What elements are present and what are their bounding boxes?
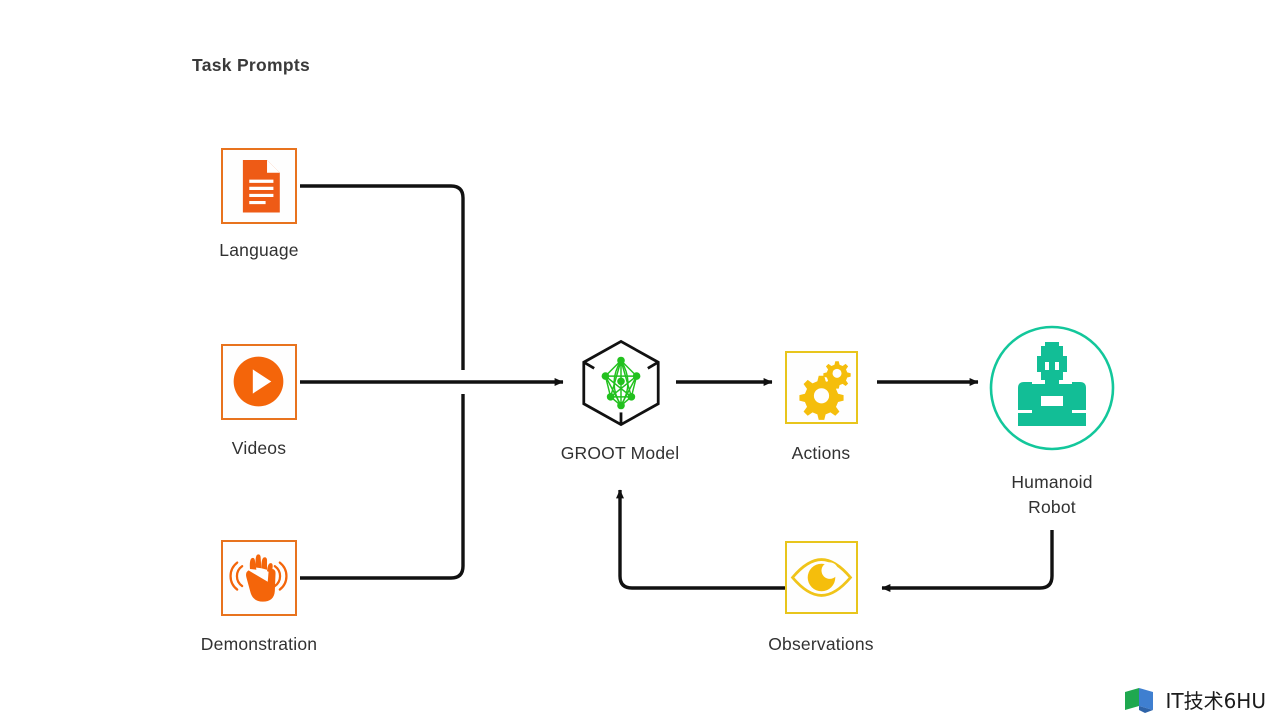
groot-icon-box (577, 338, 665, 428)
flag-logo-icon (1125, 687, 1154, 713)
actions-icon-box (785, 351, 858, 424)
section-title-task-prompts: Task Prompts (192, 55, 311, 75)
node-label-groot-model: GROOT Model (560, 443, 680, 463)
waving-hand-icon (229, 554, 288, 602)
node-label-language: Language (219, 240, 299, 260)
node-label-observations: Observations (768, 634, 874, 654)
language-icon-box (221, 148, 297, 224)
edge-language-to-groot (300, 184, 465, 370)
document-icon (242, 159, 280, 213)
edge-observations-to-groot (616, 489, 785, 590)
videos-icon-box (221, 344, 297, 420)
edge-demonstration-to-groot (300, 394, 465, 580)
node-label-humanoid-robot: Humanoid Robot (1011, 472, 1093, 517)
demonstration-icon-box (221, 540, 297, 616)
node-label-actions: Actions (791, 443, 851, 463)
gears-icon (799, 361, 851, 420)
robot-icon (989, 325, 1115, 451)
node-label-demonstration: Demonstration (200, 634, 318, 654)
watermark: IT技术6HU (1123, 685, 1266, 714)
watermark-text: IT技术6HU (1165, 689, 1266, 713)
edge-robot-to-observations (881, 530, 1054, 592)
robot-icon-box (988, 324, 1116, 452)
eye-icon (790, 558, 853, 597)
neural-cube-icon (582, 339, 660, 427)
play-circle-icon (233, 356, 284, 407)
node-label-videos: Videos (231, 438, 287, 458)
observations-icon-box (785, 541, 858, 614)
